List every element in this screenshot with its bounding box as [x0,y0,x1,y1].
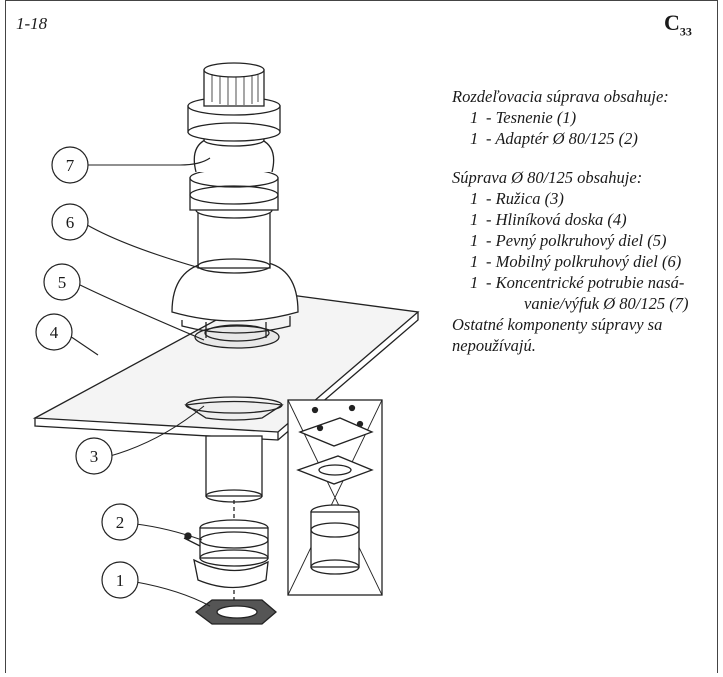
leader-1 [135,581,211,607]
callout-label-3: 3 [90,447,99,466]
item-text: - Mobilný polkruhový diel (6) [486,252,682,271]
item-qty: 1 [470,231,479,250]
callout-circle-5 [43,263,81,301]
kit2-item: 1 - Hliníková doska (4) [452,209,722,230]
callout-circle-7 [51,146,89,184]
callout-label-7: 7 [66,156,75,175]
leader-7 [88,157,211,166]
spacer [452,149,722,167]
callout-circle-2 [101,503,139,541]
callout-circle-1 [101,561,139,599]
callout-circle-3 [75,437,113,475]
page-frame [5,0,718,673]
item-qty: 1 [470,129,479,148]
kit1-title: Rozdeľovacia súprava obsahuje: [452,87,669,106]
item-qty: 1 [470,108,479,127]
mobile-semicircle-part [171,261,299,322]
adapter-80-125 [183,519,269,589]
footer-note-line-1: Ostatné komponenty súpravy sa [452,315,663,334]
inset-detail-diagram [287,399,383,596]
item-qty: 1 [470,210,479,229]
kit2-item: 1 - Koncentrické potrubie nasá- [452,272,722,293]
figure-number: 1-18 [16,14,48,33]
item-qty: 1 [470,252,479,271]
callout-label-6: 6 [66,213,75,232]
kit2-item: 1 - Ružica (3) [452,188,722,209]
callout-label-4: 4 [50,323,59,342]
lower-pipe [205,435,263,497]
installation-code: C33 [664,10,692,39]
item-qty: 1 [470,189,479,208]
leader-6 [81,221,201,269]
callout-label-5: 5 [58,273,67,292]
item-text: - Tesnenie (1) [486,108,577,127]
gasket [194,599,277,625]
code-subscript: 33 [679,24,692,39]
kit2-item: 1 - Pevný polkruhový diel (5) [452,230,722,251]
leader-3 [109,405,205,457]
item-text: - Pevný polkruhový diel (5) [486,231,667,250]
kit1-item: 1 - Adaptér Ø 80/125 (2) [452,128,722,149]
concentric-pipe [197,209,271,269]
kit1-item: 1 - Tesnenie (1) [452,107,722,128]
item-text: - Ružica (3) [486,189,564,208]
callout-circle-4 [35,313,73,351]
item-text: - Koncentrické potrubie nasá- [486,273,685,292]
callout-label-2: 2 [116,513,125,532]
leader-2 [135,523,203,541]
parts-list-text: Rozdeľovacia súprava obsahuje: 1 - Tesnen… [452,86,722,356]
kit2-item: 1 - Mobilný polkruhový diel (6) [452,251,722,272]
item-qty: 1 [470,273,479,292]
footer-note-line-2: nepoužívajú. [452,336,536,355]
kit2-item-continuation: vanie/výfuk Ø 80/125 (7) [524,294,689,313]
item-text: - Hliníková doska (4) [486,210,627,229]
callout-circle-6 [51,203,89,241]
kit2-title: Súprava Ø 80/125 obsahuje: [452,168,643,187]
code-base: C [664,10,680,35]
callout-label-1: 1 [116,571,125,590]
leader-5 [73,281,205,341]
item-text: - Adaptér Ø 80/125 (2) [486,129,638,148]
